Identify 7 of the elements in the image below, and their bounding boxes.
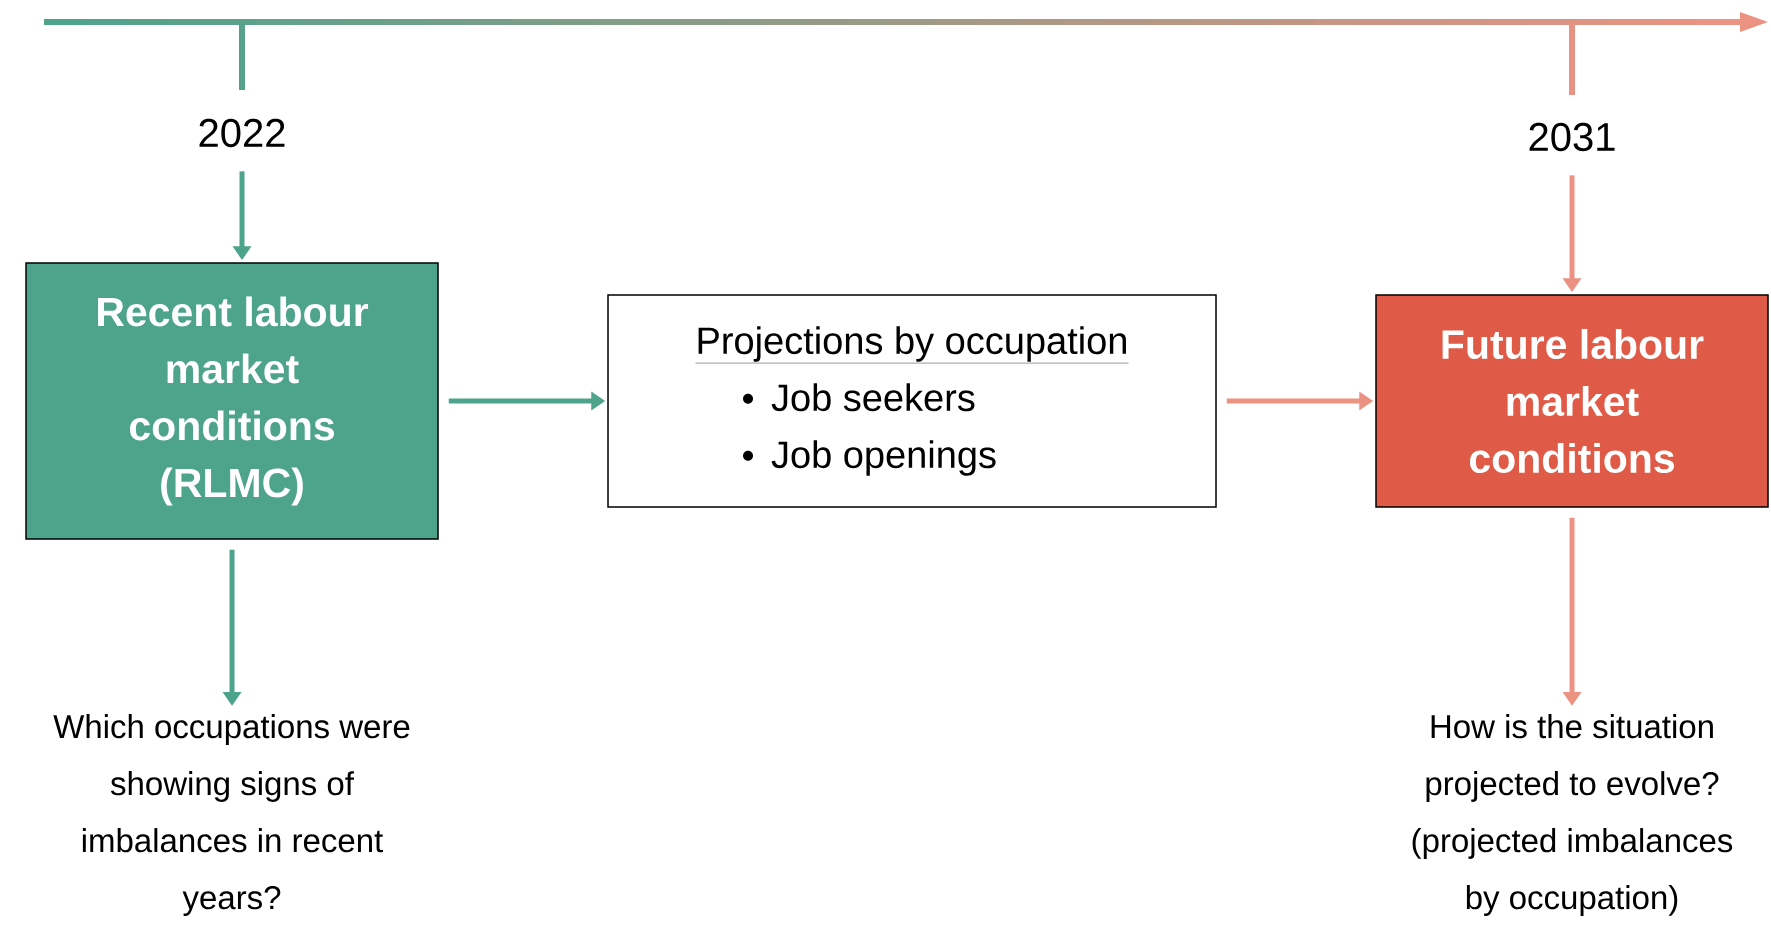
process-box: Projections by occupation Job seekers Job openings (607, 294, 1217, 508)
process-box: Recent labour market conditions (RLMC) (25, 262, 439, 540)
question-text: Which occupations were showing signs of imbalances in recent years? (53, 714, 410, 916)
question-text: How is the situation projected to evolve? (projected imbalances by occupation) (1412, 714, 1733, 916)
process-box: Future labour market conditions (1375, 294, 1769, 508)
year-label: 2031 (1529, 122, 1615, 152)
year-label: 2022 (199, 118, 285, 148)
